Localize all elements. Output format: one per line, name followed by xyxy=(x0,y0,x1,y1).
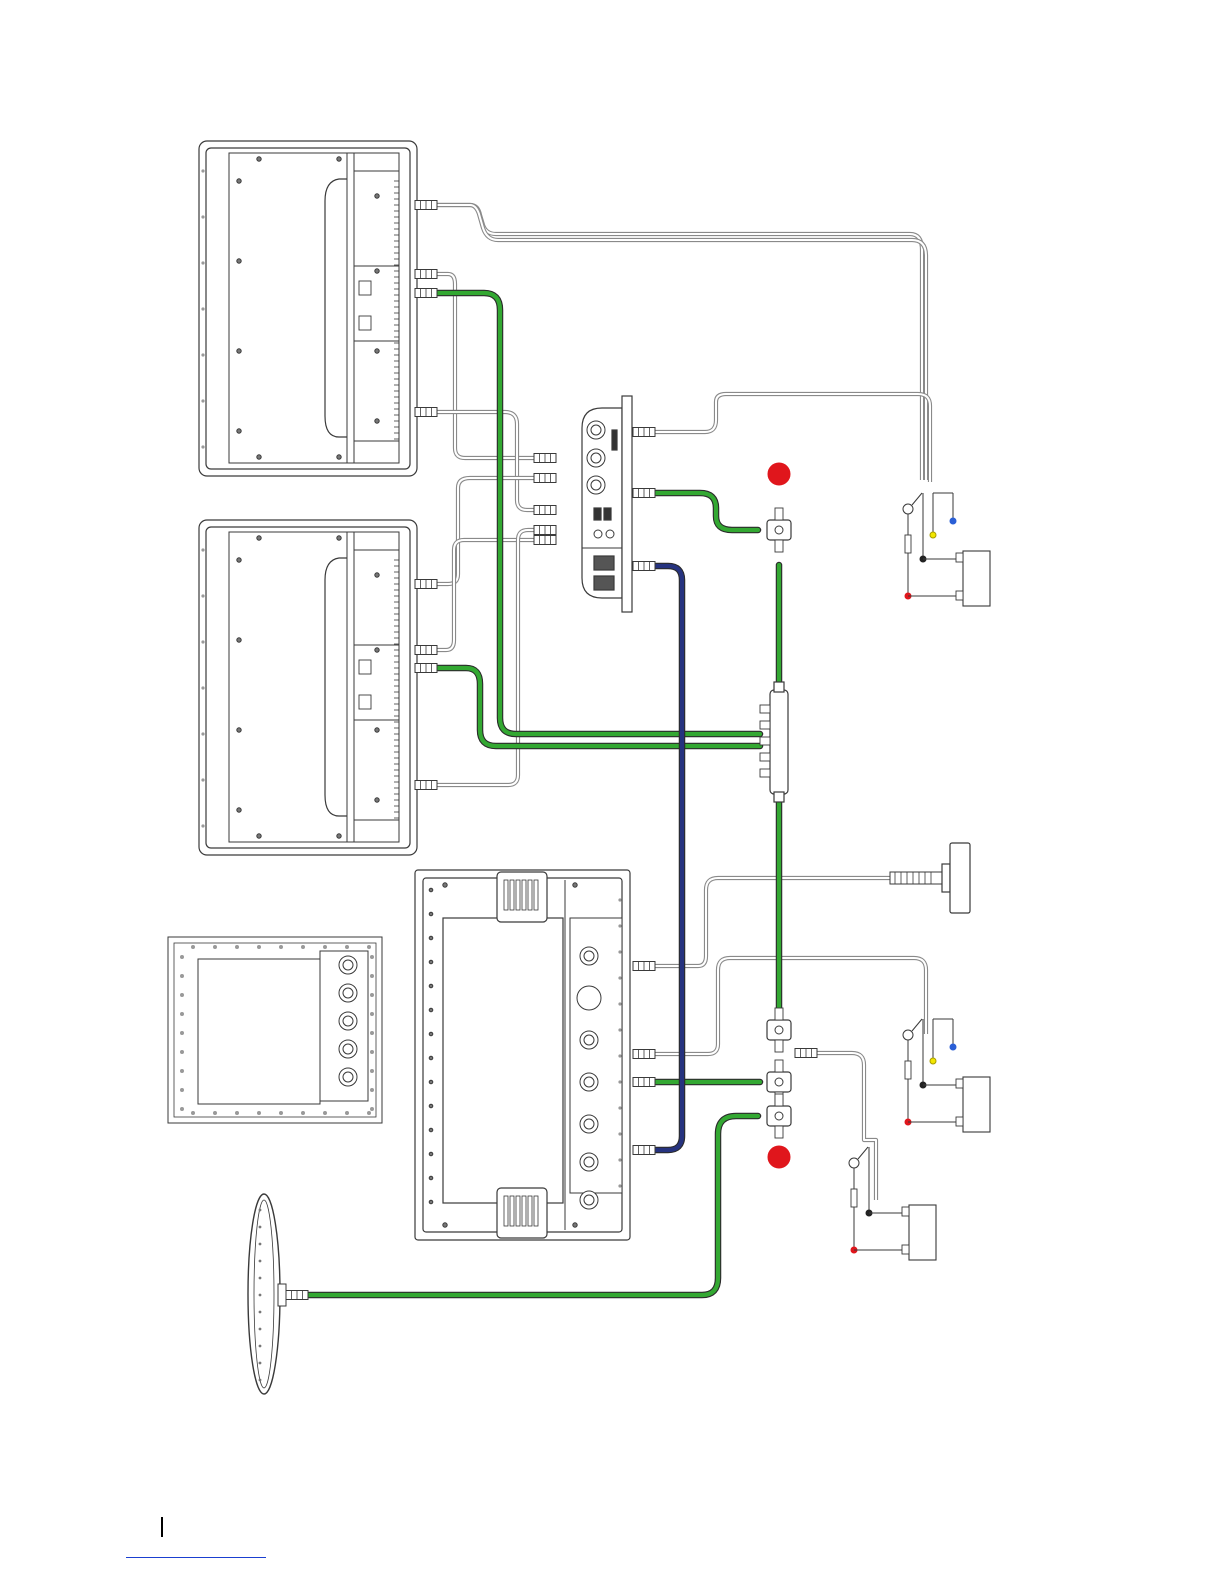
fuse-icon xyxy=(851,1189,857,1207)
terminator-icon xyxy=(768,1146,790,1168)
terminator-icon xyxy=(768,463,790,485)
power-wiring-upper xyxy=(903,493,990,606)
power-cable-upper-display-b xyxy=(437,205,926,480)
backbone-multi-tee-icon xyxy=(760,682,788,802)
connector-icon xyxy=(633,962,655,971)
connector-icon xyxy=(534,454,556,463)
network-cable-display-to-module xyxy=(437,274,548,458)
backbone-tee-icon xyxy=(767,508,791,552)
connector-icon xyxy=(633,1078,655,1087)
connector-icon xyxy=(633,489,655,498)
network-cable-lower-display xyxy=(437,540,548,650)
switch-icon xyxy=(903,493,922,514)
connector-icon xyxy=(534,536,556,545)
connector-icon xyxy=(534,526,556,535)
power-wiring-lower xyxy=(849,1147,936,1260)
connector-icon xyxy=(415,201,437,210)
battery-icon xyxy=(902,1205,936,1260)
power-cable-backbone-lower xyxy=(795,1053,876,1200)
black-box-processor xyxy=(582,396,632,612)
sonar-module xyxy=(415,870,630,1240)
connector-icon xyxy=(534,474,556,483)
connector-icon xyxy=(415,646,437,655)
switch-icon xyxy=(849,1147,868,1168)
transducer-cable xyxy=(655,878,890,966)
connector-icon xyxy=(534,506,556,515)
connector-icon xyxy=(415,408,437,417)
module-rear-panel xyxy=(168,937,382,1123)
gps-antenna xyxy=(248,1194,286,1394)
connector-icon xyxy=(795,1049,817,1058)
ethernet-cable-module-to-sonar xyxy=(655,566,682,1150)
backbone-tee-icon xyxy=(767,1008,791,1052)
page-margin-mark xyxy=(161,1517,163,1537)
nmea-cable-module xyxy=(655,493,758,530)
battery-icon xyxy=(956,551,990,606)
connector-icon xyxy=(286,1291,308,1300)
fuse-icon xyxy=(905,535,911,553)
display-unit-lower xyxy=(199,520,417,855)
transducer xyxy=(890,843,970,913)
display-unit-upper xyxy=(199,141,417,476)
backbone-tee-icon xyxy=(767,1094,791,1138)
power-cable-module xyxy=(655,394,930,482)
footer-link-rule xyxy=(126,1557,266,1558)
connector-icon xyxy=(633,1050,655,1059)
connector-icon xyxy=(415,781,437,790)
connector-icon xyxy=(633,562,655,571)
connector-icon xyxy=(415,289,437,298)
battery-icon xyxy=(956,1077,990,1132)
power-cable-upper-display xyxy=(437,205,922,480)
connector-icon xyxy=(415,270,437,279)
fuse-icon xyxy=(905,1061,911,1079)
switch-icon xyxy=(903,1019,922,1040)
power-wiring-middle xyxy=(903,1019,990,1132)
connector-icon xyxy=(415,580,437,589)
connector-icon xyxy=(633,1146,655,1155)
connector-icon xyxy=(415,664,437,673)
connector-icon xyxy=(633,428,655,437)
